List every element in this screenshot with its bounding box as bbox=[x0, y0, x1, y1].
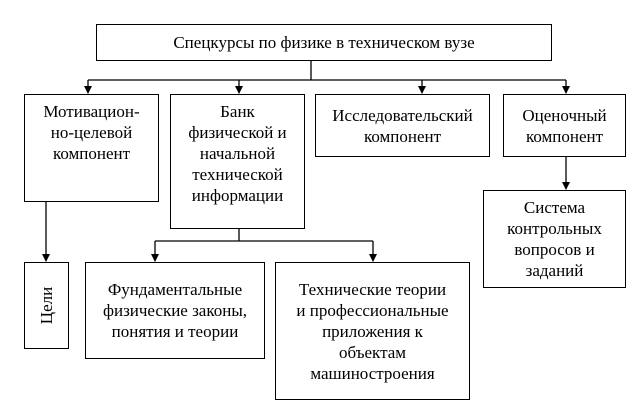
goals-box: Цели bbox=[24, 262, 69, 349]
bank-component-box: Банк физической и начальной технической … bbox=[170, 94, 305, 229]
tasks-system-box: Система контрольных вопросов и заданий bbox=[483, 190, 626, 288]
research-component-box: Исследовательский компонент bbox=[315, 94, 490, 157]
motivational-component-text: Мотивацион- но-целевой компонент bbox=[43, 102, 140, 163]
fundamental-laws-box: Фундаментальные физические законы, понят… bbox=[85, 262, 265, 359]
title-text: Спецкурсы по физике в техническом вузе bbox=[173, 33, 475, 52]
research-component-text: Исследовательский компонент bbox=[332, 105, 473, 146]
evaluation-component-text: Оценочный компонент bbox=[522, 105, 607, 146]
tasks-system-text: Система контрольных вопросов и заданий bbox=[507, 198, 602, 280]
motivational-component-box: Мотивацион- но-целевой компонент bbox=[24, 94, 159, 202]
goals-text: Цели bbox=[37, 286, 56, 325]
evaluation-component-box: Оценочный компонент bbox=[503, 94, 626, 157]
bank-component-text: Банк физической и начальной технической … bbox=[188, 102, 287, 205]
title-box: Спецкурсы по физике в техническом вузе bbox=[96, 24, 552, 61]
fundamental-laws-text: Фундаментальные физические законы, понят… bbox=[102, 280, 248, 341]
technical-theories-box: Технические теории и профессиональные пр… bbox=[275, 262, 470, 400]
technical-theories-text: Технические теории и профессиональные пр… bbox=[296, 279, 449, 383]
